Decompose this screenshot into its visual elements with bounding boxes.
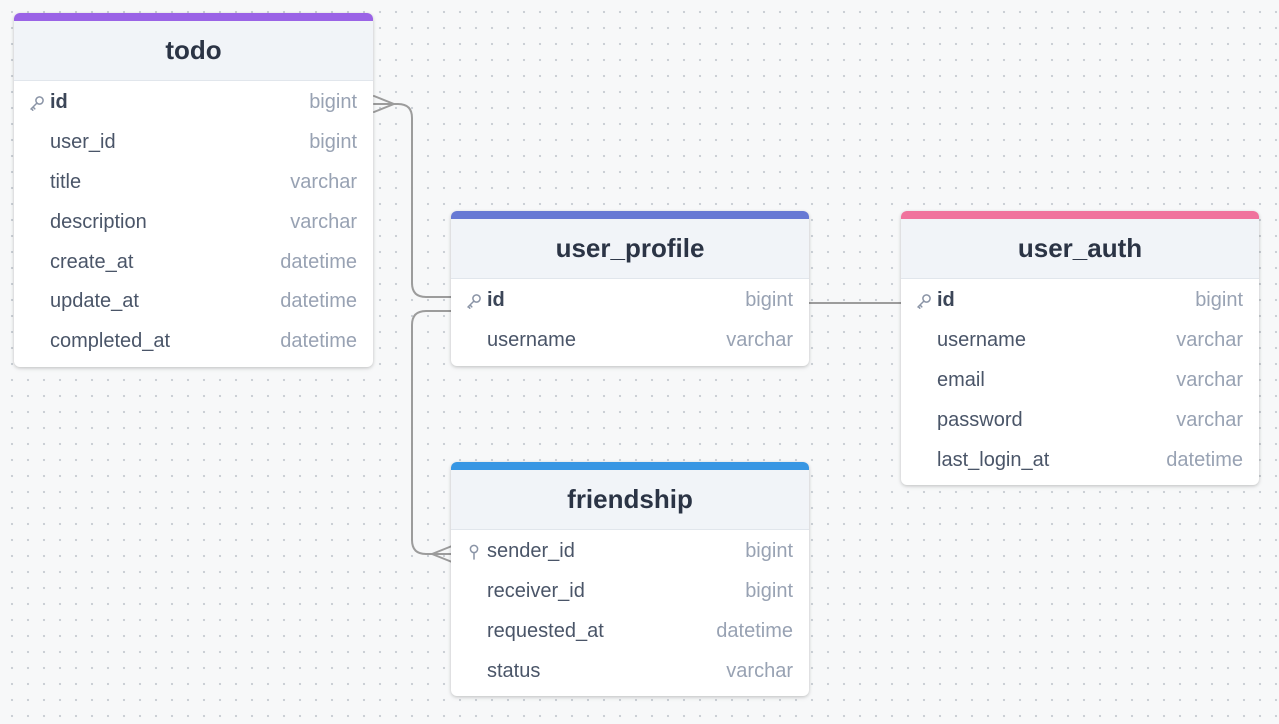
column-row[interactable]: username varchar	[901, 321, 1259, 361]
crowfoot-friendship-sender-id	[431, 545, 453, 563]
pin-icon	[465, 543, 483, 561]
table-header[interactable]: friendship	[451, 470, 809, 530]
table-header[interactable]: user_profile	[451, 219, 809, 279]
table-title: user_profile	[555, 233, 705, 263]
column-type: varchar	[1176, 368, 1243, 391]
table-title: user_auth	[1017, 233, 1143, 263]
column-type: bigint	[309, 131, 357, 154]
column-name: requested_at	[487, 619, 604, 642]
column-type: bigint	[309, 91, 357, 114]
key-icon	[28, 94, 46, 112]
key-icon	[465, 292, 483, 310]
column-name: username	[487, 329, 576, 352]
column-name: id	[937, 289, 955, 312]
column-name: status	[487, 659, 541, 682]
column-row[interactable]: id bigint	[451, 281, 809, 321]
column-row[interactable]: email varchar	[901, 361, 1259, 401]
column-type: varchar	[726, 659, 793, 682]
column-row[interactable]: user_id bigint	[14, 123, 373, 163]
table-user-auth[interactable]: user_auth id bigint username varchar email va…	[901, 211, 1259, 485]
column-row[interactable]: id bigint	[14, 83, 373, 123]
column-type: datetime	[716, 619, 793, 642]
column-type: bigint	[1195, 289, 1243, 312]
column-row[interactable]: description varchar	[14, 202, 373, 242]
column-name: user_id	[50, 131, 116, 154]
column-row[interactable]: password varchar	[901, 400, 1259, 440]
crowfoot-todo-id	[373, 95, 395, 113]
column-name: title	[50, 170, 82, 193]
column-type: bigint	[745, 289, 793, 312]
column-name: completed_at	[50, 330, 171, 353]
table-accent-bar	[451, 211, 809, 219]
table-accent-bar	[901, 211, 1259, 219]
key-icon	[915, 292, 933, 310]
table-header[interactable]: todo	[14, 21, 373, 81]
table-header[interactable]: user_auth	[901, 219, 1259, 279]
column-name: description	[50, 210, 147, 233]
column-row[interactable]: requested_at datetime	[451, 612, 809, 652]
column-name: id	[50, 91, 68, 114]
column-name: last_login_at	[937, 448, 1050, 471]
column-type: datetime	[280, 250, 357, 273]
column-row[interactable]: status varchar	[451, 651, 809, 691]
column-type: varchar	[290, 170, 357, 193]
table-title: friendship	[567, 484, 693, 514]
column-list: id bigint username varchar	[451, 279, 809, 366]
table-accent-bar	[451, 462, 809, 470]
column-name: update_at	[50, 290, 139, 313]
column-row[interactable]: receiver_id bigint	[451, 572, 809, 612]
column-name: id	[487, 289, 505, 312]
column-type: bigint	[745, 580, 793, 603]
link-user-profile-todo	[373, 103, 453, 298]
column-name: create_at	[50, 250, 134, 273]
column-row[interactable]: last_login_at datetime	[901, 440, 1259, 480]
column-name: sender_id	[487, 540, 575, 563]
column-name: username	[937, 329, 1026, 352]
column-row[interactable]: create_at datetime	[14, 242, 373, 282]
column-type: varchar	[1176, 408, 1243, 431]
column-type: datetime	[280, 290, 357, 313]
column-type: varchar	[1176, 329, 1243, 352]
column-type: varchar	[726, 329, 793, 352]
column-name: email	[937, 368, 985, 391]
column-row[interactable]: username varchar	[451, 321, 809, 361]
column-type: bigint	[745, 540, 793, 563]
table-accent-bar	[14, 13, 373, 21]
column-type: datetime	[280, 330, 357, 353]
column-type: varchar	[290, 210, 357, 233]
table-title: todo	[165, 35, 222, 65]
column-row[interactable]: title varchar	[14, 163, 373, 203]
column-type: datetime	[1166, 448, 1243, 471]
column-row[interactable]: id bigint	[901, 281, 1259, 321]
column-name: receiver_id	[487, 580, 585, 603]
table-user-profile[interactable]: user_profile id bigint username varchar	[451, 211, 809, 366]
column-row[interactable]: sender_id bigint	[451, 532, 809, 572]
link-user-profile-friendship	[411, 310, 453, 555]
column-name: password	[937, 408, 1023, 431]
column-row[interactable]: update_at datetime	[14, 282, 373, 322]
column-row[interactable]: completed_at datetime	[14, 322, 373, 362]
